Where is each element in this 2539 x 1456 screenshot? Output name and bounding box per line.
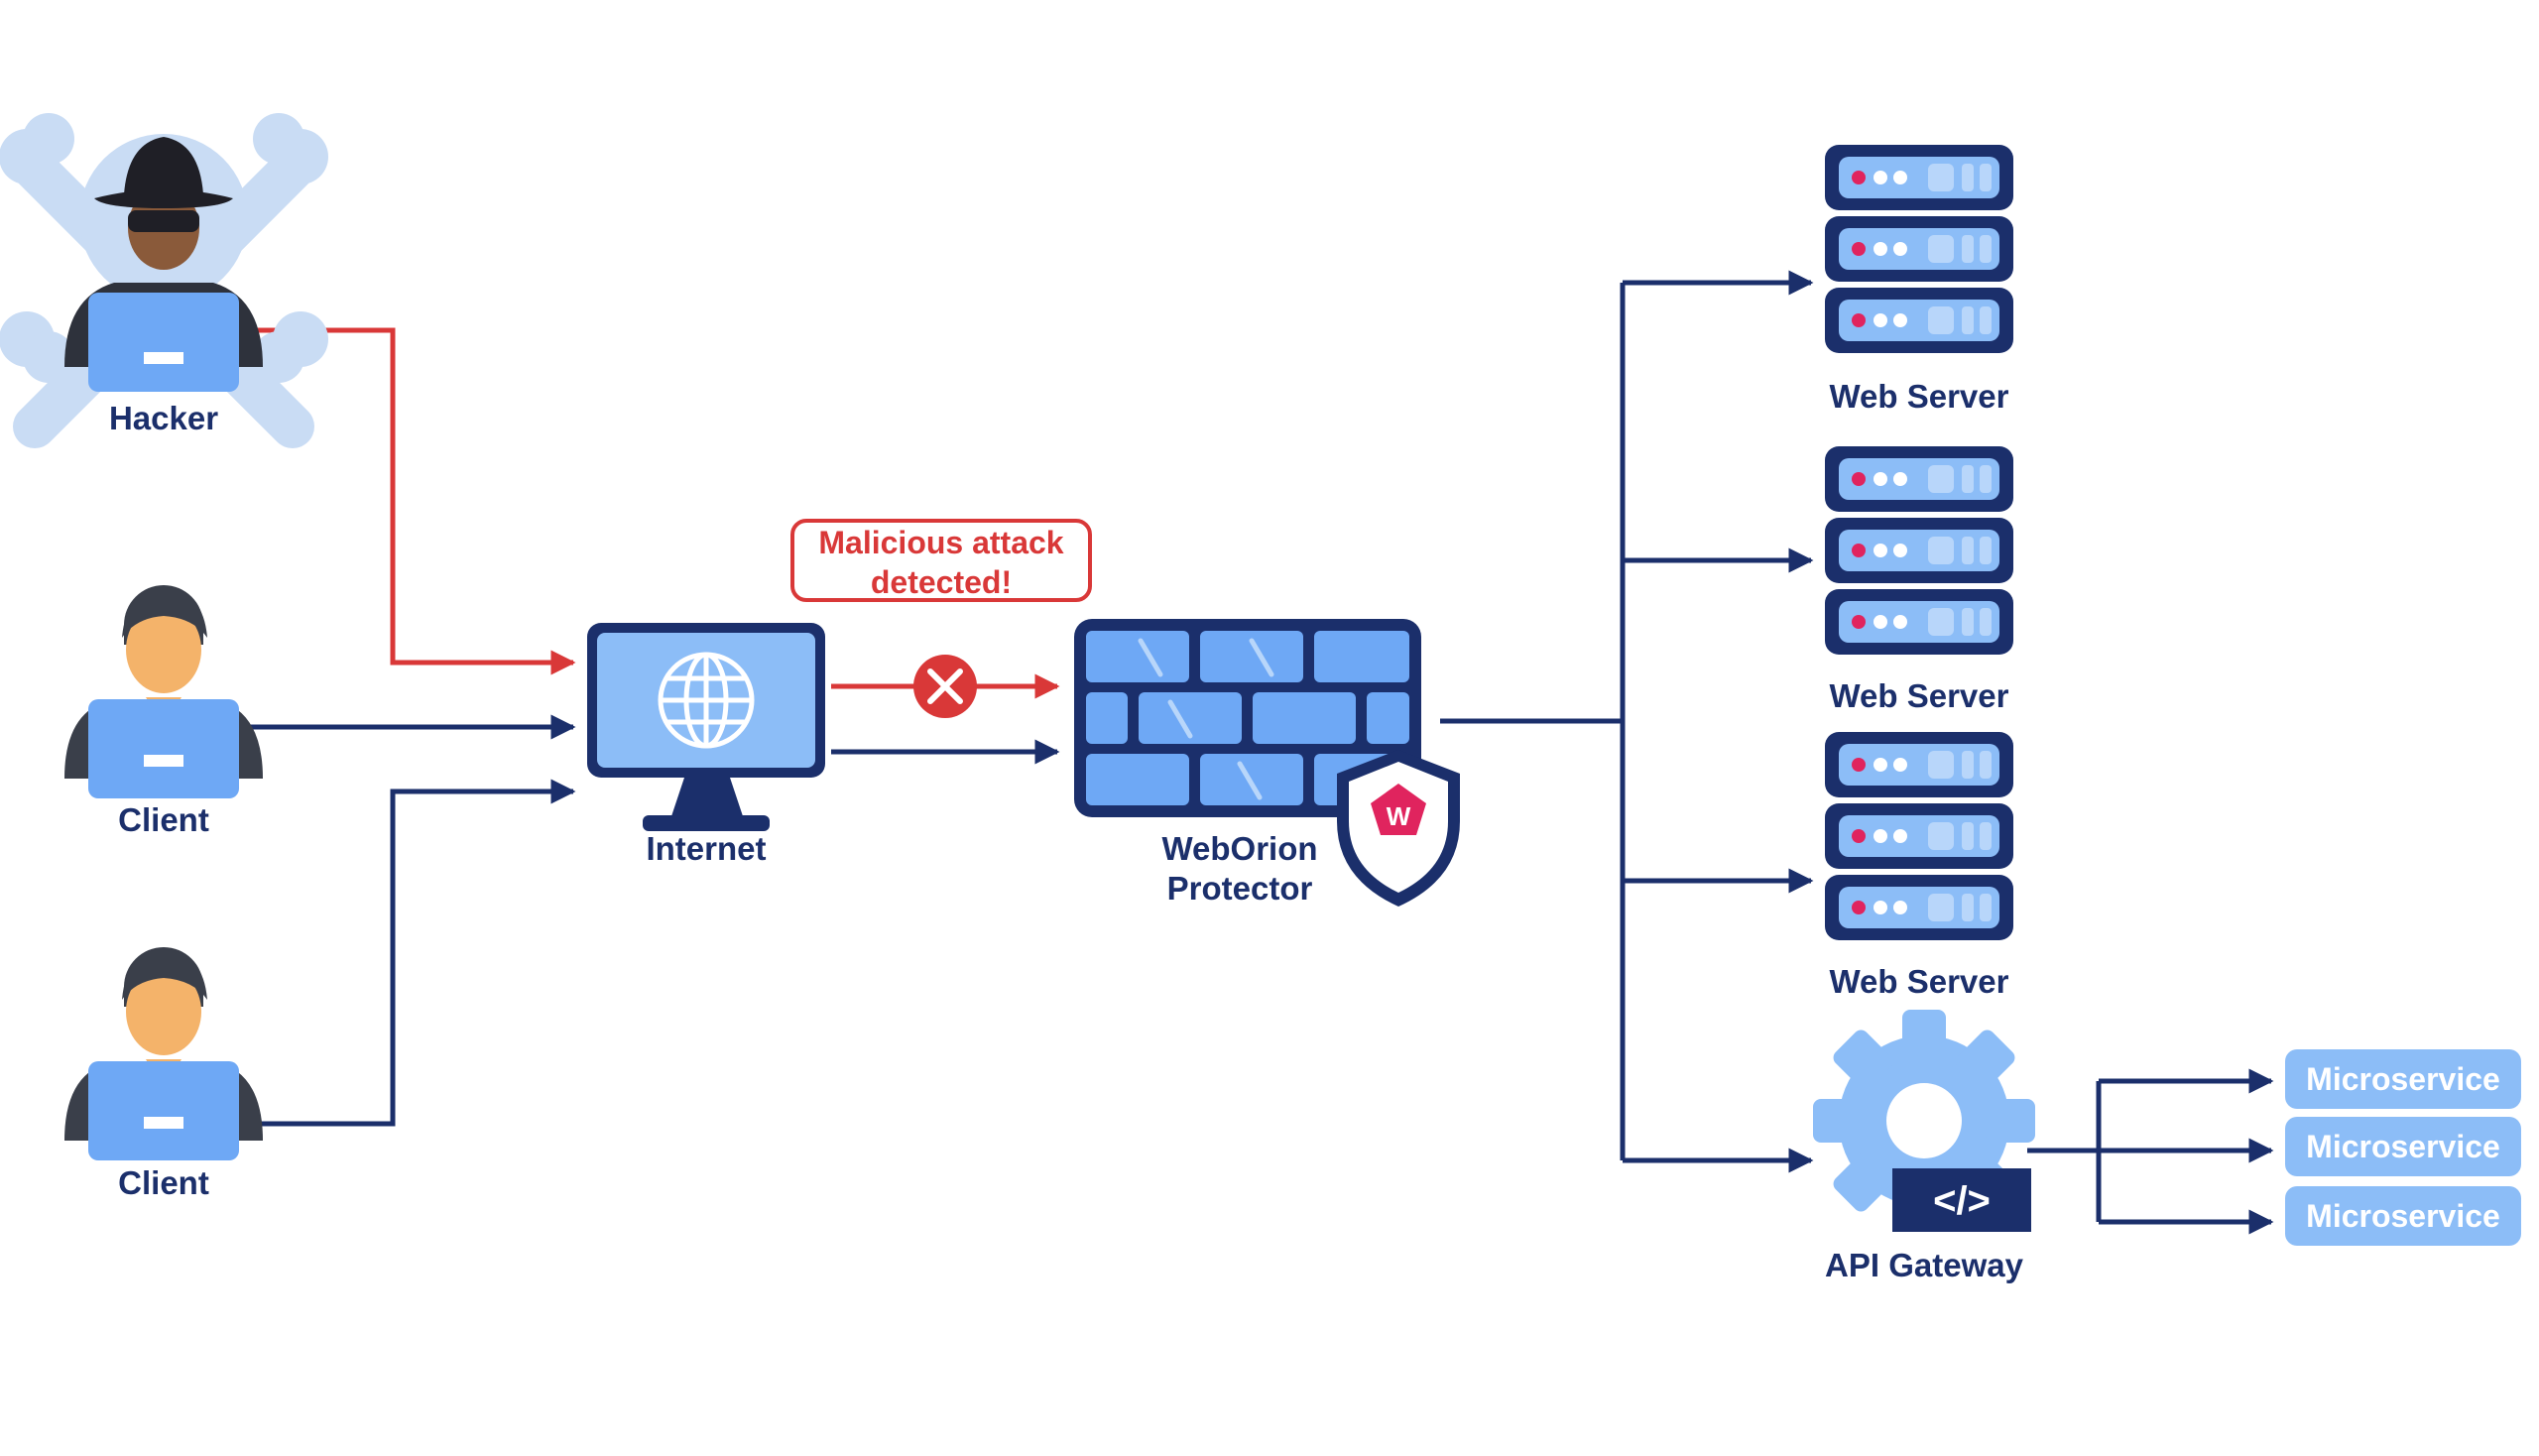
client-2-connection xyxy=(243,779,576,1127)
microservice-1: Microservice xyxy=(2285,1049,2521,1109)
shield-letter: W xyxy=(1387,801,1411,831)
hacker-connection xyxy=(243,327,576,675)
shield-icon: W xyxy=(1337,750,1460,907)
internet-label: Internet xyxy=(646,830,767,867)
client-2-label: Client xyxy=(118,1164,209,1201)
api-gateway-label: API Gateway xyxy=(1825,1247,2023,1283)
user-icon xyxy=(64,947,263,1160)
web-server-2-icon xyxy=(1825,446,2013,655)
web-server-1-icon xyxy=(1825,145,2013,353)
web-server-3-icon xyxy=(1825,732,2013,940)
web-server-3-label: Web Server xyxy=(1829,963,2009,1000)
client-1-label: Client xyxy=(118,801,209,838)
microservice-3: Microservice xyxy=(2285,1186,2521,1246)
distribution-lines xyxy=(1440,270,1814,1173)
client-2-figure xyxy=(64,947,263,1160)
web-server-2-label: Web Server xyxy=(1829,677,2009,714)
client-1-figure xyxy=(64,585,263,798)
malicious-attack-alert: Malicious attack detected! xyxy=(790,519,1092,602)
hacker-label: Hacker xyxy=(108,400,219,436)
microservice-2: Microservice xyxy=(2285,1117,2521,1176)
hacker-icon xyxy=(64,137,263,392)
alert-line1: Malicious attack xyxy=(818,525,1064,560)
hacker-figure xyxy=(0,113,328,448)
alert-line2: detected! xyxy=(870,564,1013,600)
block-icon xyxy=(913,655,977,718)
code-symbol: </> xyxy=(1933,1179,1991,1223)
protector-label-line2: Protector xyxy=(1166,870,1313,907)
protector-label-line1: WebOrion xyxy=(1161,830,1318,867)
code-icon: </> xyxy=(1892,1168,2031,1232)
protector-label: WebOrion Protector xyxy=(1101,829,1379,909)
globe-icon xyxy=(658,652,755,749)
user-icon xyxy=(64,585,263,798)
web-server-1-label: Web Server xyxy=(1829,378,2009,415)
microservice-lines xyxy=(2027,1068,2274,1235)
